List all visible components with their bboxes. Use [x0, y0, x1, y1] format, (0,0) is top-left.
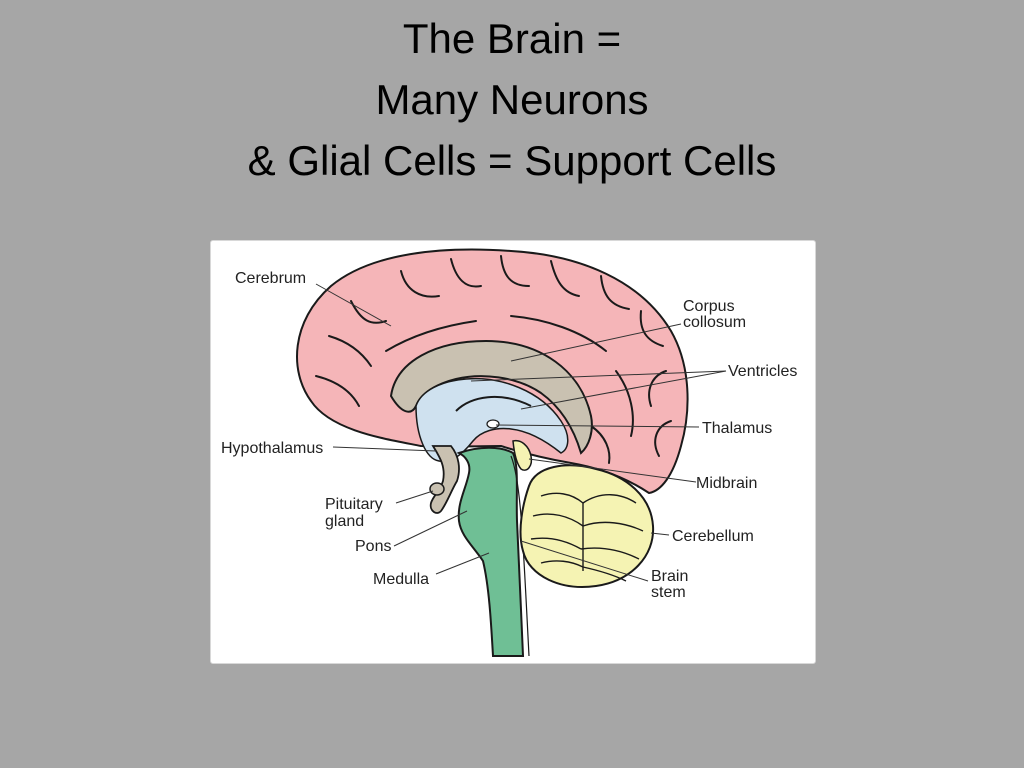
label-brain-stem-line2: stem	[651, 584, 686, 601]
label-medulla: Medulla	[373, 571, 429, 588]
label-corpus-line2: collosum	[683, 314, 746, 331]
label-cerebrum: Cerebrum	[235, 270, 306, 287]
cerebellum-folds	[530, 492, 644, 582]
midbrain-shape	[512, 439, 533, 471]
ventricle-fold	[455, 395, 532, 412]
brain-stem-shape	[456, 446, 525, 657]
label-hypothalamus: Hypothalamus	[221, 440, 323, 457]
label-pituitary-line2: gland	[325, 513, 364, 530]
brain-diagram: Cerebrum Corpus collosum Ventricles Thal…	[221, 248, 797, 657]
title-line-2: Many Neurons	[375, 76, 649, 123]
label-pituitary-line1: Pituitary	[325, 496, 383, 513]
leader-lines	[315, 283, 727, 582]
label-midbrain: Midbrain	[696, 475, 757, 492]
hypothalamus-shape	[429, 445, 460, 514]
label-ventricles: Ventricles	[728, 363, 797, 380]
thalamus-mark	[486, 419, 500, 429]
pituitary-gland-shape	[429, 482, 445, 496]
label-cerebellum: Cerebellum	[672, 528, 754, 545]
brain-diagram-figure: Cerebrum Corpus collosum Ventricles Thal…	[210, 240, 816, 664]
label-corpus-line1: Corpus	[683, 298, 735, 315]
slide-title: The Brain = Many Neurons & Glial Cells =…	[0, 8, 1024, 191]
title-line-1: The Brain =	[402, 15, 622, 62]
label-thalamus: Thalamus	[702, 420, 772, 437]
label-brain-stem-line1: Brain	[651, 568, 688, 585]
title-line-3: & Glial Cells = Support Cells	[247, 137, 777, 184]
label-pons: Pons	[355, 538, 391, 555]
